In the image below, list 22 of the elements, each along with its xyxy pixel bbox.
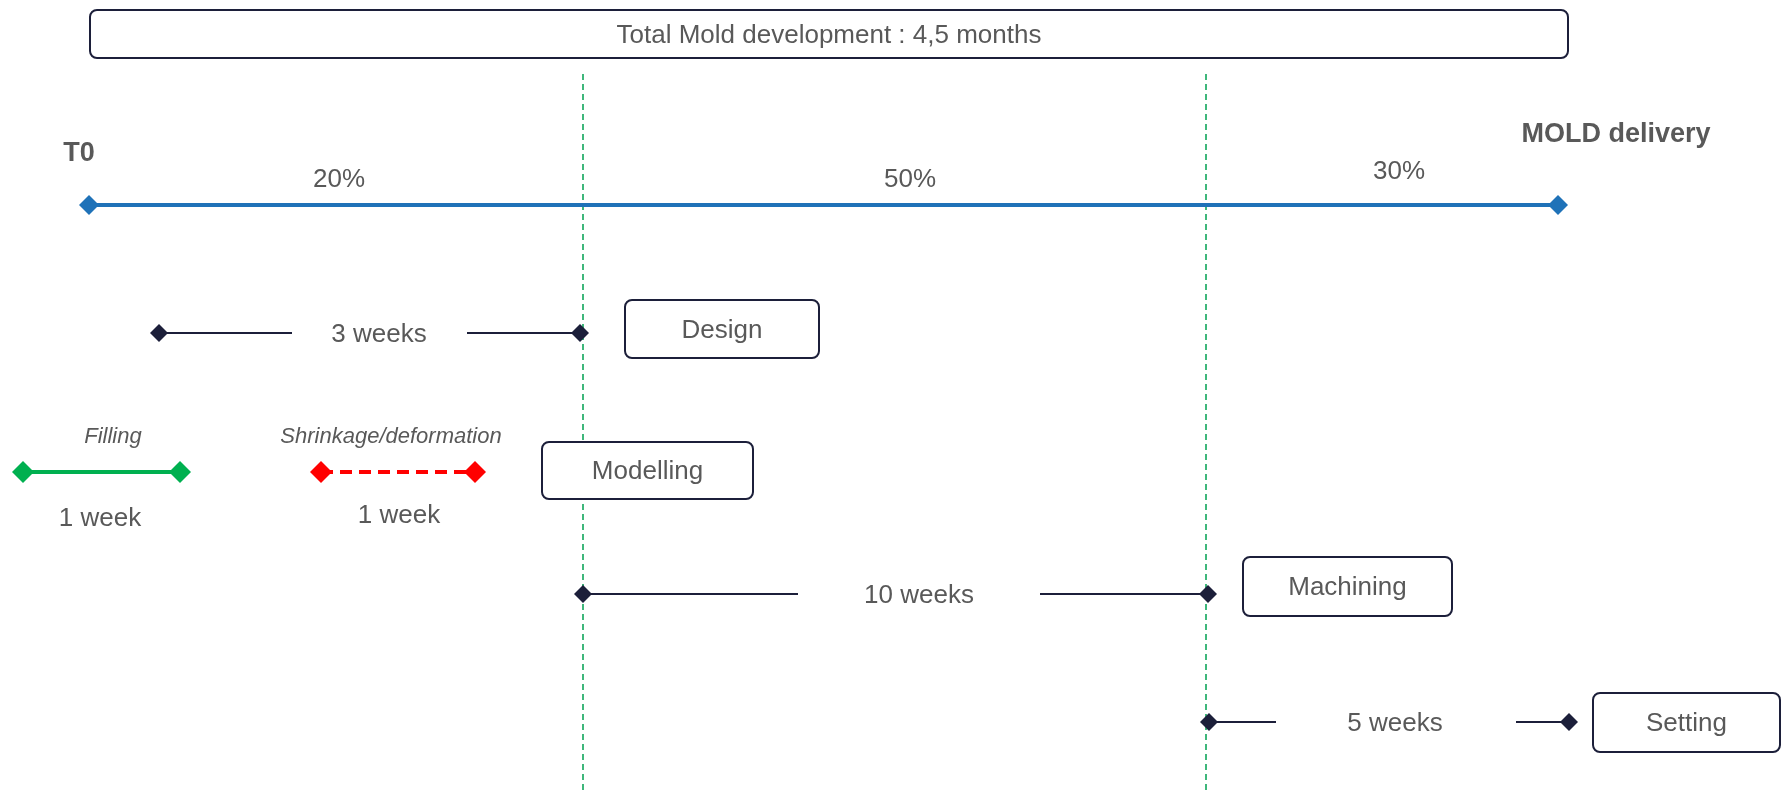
percentage-label: 50% bbox=[884, 161, 936, 195]
percentage-label: 30% bbox=[1373, 153, 1425, 187]
duration-label: 1 week bbox=[58, 500, 142, 534]
duration-label: 1 week bbox=[357, 497, 441, 531]
duration-label: 5 weeks bbox=[1347, 705, 1443, 739]
phase-box bbox=[1242, 556, 1453, 617]
phase-name: Modelling bbox=[591, 454, 704, 487]
simulation-label: Shrinkage/deformation bbox=[280, 421, 502, 450]
phase-box bbox=[1592, 692, 1781, 753]
milestone-label: MOLD delivery bbox=[1521, 116, 1711, 150]
milestone-label: T0 bbox=[63, 135, 95, 169]
phase-box bbox=[624, 299, 820, 359]
phase-name: Setting bbox=[1646, 706, 1727, 739]
phase-box bbox=[541, 441, 754, 500]
summary-text: Total Mold development : 4,5 months bbox=[616, 17, 1042, 51]
summary-box bbox=[89, 9, 1569, 59]
percentage-label: 20% bbox=[313, 161, 365, 195]
simulation-label: Filling bbox=[84, 421, 142, 450]
duration-label: 3 weeks bbox=[331, 316, 427, 350]
duration-label: 10 weeks bbox=[864, 577, 974, 611]
phase-name: Design bbox=[681, 312, 763, 346]
phase-name: Machining bbox=[1288, 570, 1407, 603]
